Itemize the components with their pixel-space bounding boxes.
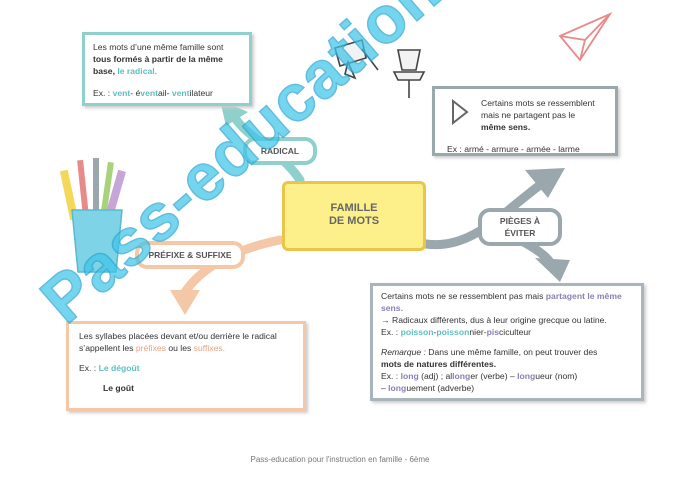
defs-p1-start: Certains mots ne se ressemblent pas mais <box>381 291 544 301</box>
warning-icon <box>452 99 469 125</box>
radical-line3: base, le radical. <box>93 65 241 77</box>
prefixe-line2-start: s’appellent les <box>79 343 134 353</box>
defs-p3-rest: ciculteur <box>499 327 531 337</box>
defs-remark-label: Remarque : <box>381 347 426 357</box>
prefixe-example: Ex. : Le dégoût <box>79 362 293 374</box>
defs-ex2-w2: long <box>452 371 471 381</box>
radical-definition-box: Les mots d’une même famille sont tous fo… <box>82 32 252 106</box>
prefixe-bubble: PRÉFIXE & SUFFIXE <box>135 241 245 269</box>
defs-remark: Remarque : Dans une même famille, on peu… <box>381 346 633 358</box>
radical-example-prefix: Ex. : <box>93 88 111 98</box>
center-title-line2: DE MOTS <box>328 215 380 227</box>
radical-example-rest: ilateur <box>189 88 213 98</box>
prefixe-line2-word1: préfixes <box>135 343 166 353</box>
defs-p3-sep2: nier- <box>469 327 487 337</box>
defs-p3: Ex. : poisson-poissonnier-pisciculteur <box>381 326 633 338</box>
defs-p3-prefix: Ex. : <box>381 327 399 337</box>
radical-line3-bold: base, <box>93 66 115 76</box>
pieges-arrowhead-down <box>535 258 570 282</box>
defs-ex2-line3: – longuement (adverbe) <box>381 382 633 394</box>
prefixe-example-prefix: Ex. : <box>79 363 97 373</box>
defs-ex2-t4: uement (adverbe) <box>406 383 475 393</box>
radical-arrowhead <box>220 100 248 126</box>
defs-ex2-dash: – <box>381 383 386 393</box>
defs-ex2: Ex. : long (adj) ; allonger (verbe) – lo… <box>381 370 633 382</box>
prefixe-line1: Les syllabes placées devant et/ou derriè… <box>79 331 277 341</box>
defs-p2: → Radicaux différents, dus à leur origin… <box>381 315 607 325</box>
page-footer: Pass-education pour l'instruction en fam… <box>250 455 430 464</box>
center-title-line1: FAMILLE <box>330 202 378 214</box>
pieges-bubble-line2: ÉVITER <box>504 228 536 238</box>
defs-p3-w1: poisson <box>400 327 434 337</box>
pieges-bubble-line1: PIÈGES À <box>499 216 541 226</box>
defs-remark-bold: mots de natures différentes. <box>381 359 497 369</box>
radical-bubble: RADICAL <box>243 137 317 165</box>
radical-example-word1: vent <box>112 88 131 98</box>
defs-ex2-t1: (adj) ; al <box>421 371 453 381</box>
defs-p3-w2: poisson <box>436 327 470 337</box>
radical-example-sep2: ail- <box>157 88 170 98</box>
pieges-explanation-box: Certains mots ne se ressemblent pas mais… <box>370 283 644 401</box>
radical-line2: tous formés à partir de la même <box>93 54 223 64</box>
defs-p3-sep1: - <box>433 327 437 337</box>
defs-ex2-w4: long <box>388 383 407 393</box>
pieges-example: Ex : armé - armure - armée - larme <box>447 144 580 154</box>
prefixe-line2: s’appellent les préfixes ou les suffixes… <box>79 342 293 354</box>
pieges-arrowhead-up <box>525 168 565 198</box>
defs-remark-text: Dans une même famille, on peut trouver d… <box>428 347 598 357</box>
radical-example-word2: vent <box>140 88 158 98</box>
pushpin-icon <box>334 38 379 80</box>
pieges-bubble: PIÈGES À ÉVITER <box>478 208 562 246</box>
defs-p1: Certains mots ne se ressemblent pas mais… <box>381 290 633 314</box>
defs-p1-purple: partagent le même sens. <box>381 291 622 313</box>
pieges-line2: mais ne partagent pas le <box>481 110 576 120</box>
pieges-definition-box: Certains mots se ressemblent mais ne par… <box>432 86 618 156</box>
defs-p3-w3: pis <box>486 327 499 337</box>
pieges-line3: même sens. <box>481 122 531 132</box>
pieges-line1: Certains mots se ressemblent <box>481 98 595 108</box>
radical-line1: Les mots d’une même famille sont <box>93 42 224 52</box>
defs-ex2-t3: ueur (nom) <box>535 371 578 381</box>
defs-ex2-w1: long <box>400 371 419 381</box>
prefixe-example-word: Le dégoût <box>98 363 140 373</box>
defs-ex2-w3: long <box>517 371 536 381</box>
defs-ex2-t2: er (verbe) – <box>470 371 515 381</box>
radical-line3-teal: le radical. <box>117 66 158 76</box>
paper-plane-icon <box>558 11 613 62</box>
radical-example-sep1: - é <box>130 88 141 98</box>
radical-example-word3: vent <box>171 88 190 98</box>
pencil-cup-icon <box>59 158 126 273</box>
prefixe-definition-box: Les syllabes placées devant et/ou derriè… <box>66 321 306 411</box>
prefixe-line2-word2: suffixes. <box>193 343 226 353</box>
radical-example: Ex. : vent- éventail- ventilateur <box>93 87 241 99</box>
defs-ex2-prefix: Ex. : <box>381 371 399 381</box>
prefixe-arrowhead <box>170 290 200 315</box>
prefixe-line2-mid: ou les <box>168 343 192 353</box>
pushpin-icon-2 <box>392 49 426 98</box>
center-concept-box: FAMILLE DE MOTS <box>282 181 426 251</box>
prefixe-example-2: Le goût <box>103 383 135 393</box>
